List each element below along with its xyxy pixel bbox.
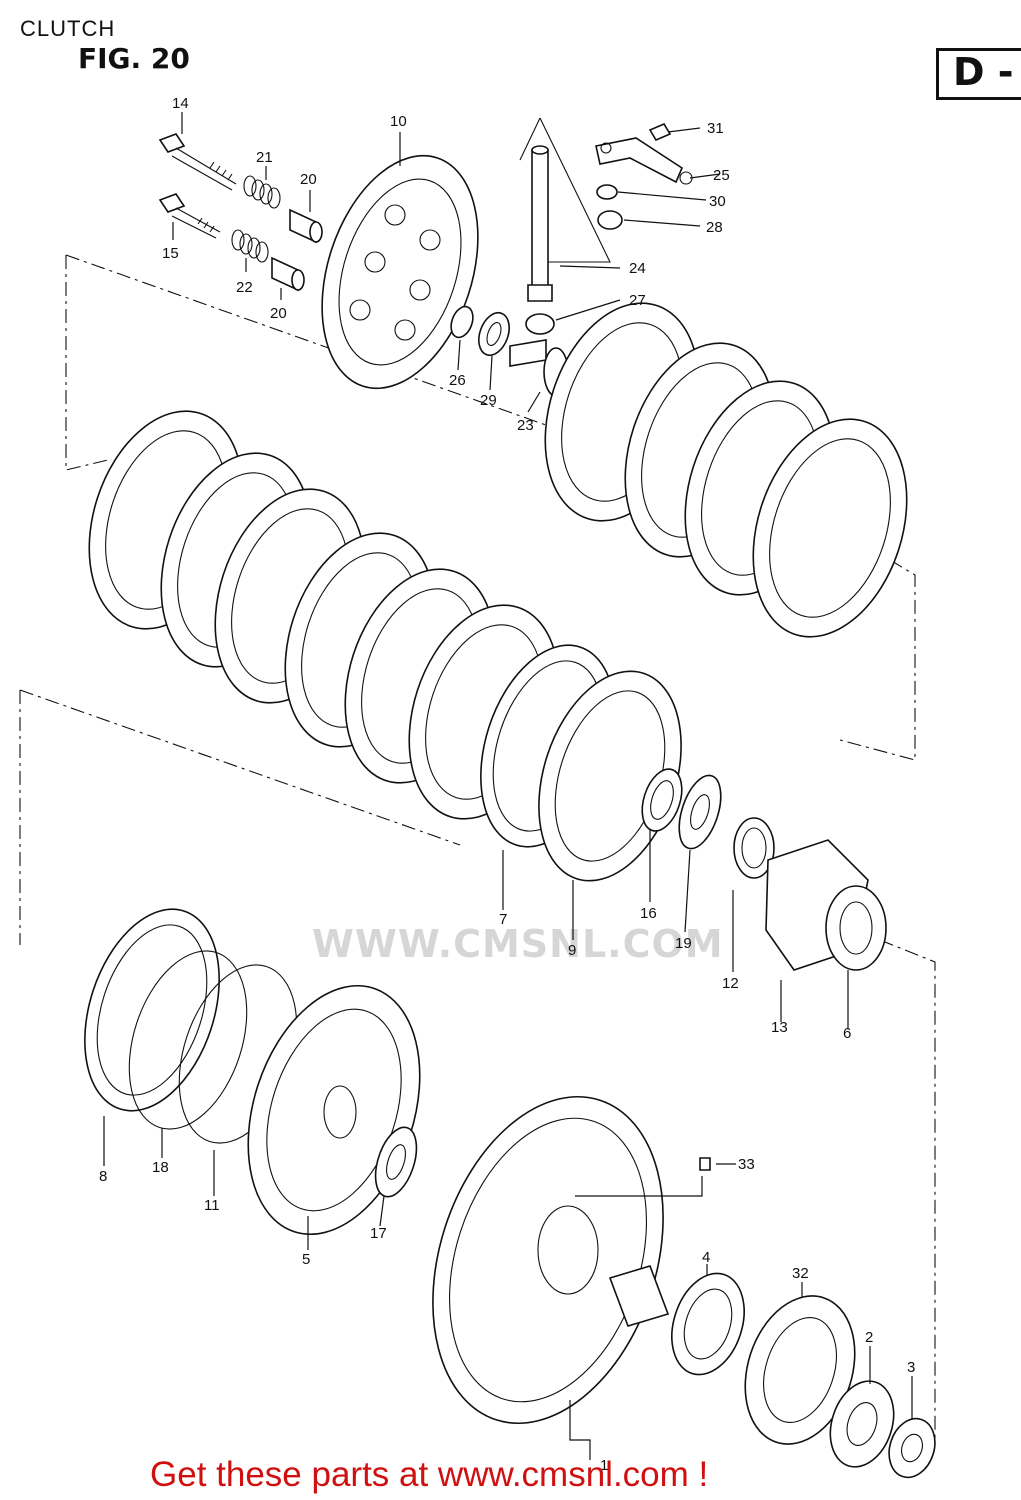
label-32: 32 [792, 1265, 809, 1282]
label-14: 14 [172, 95, 189, 112]
leader-lines [103, 112, 913, 1460]
label-23: 23 [517, 417, 534, 434]
label-4: 4 [702, 1249, 710, 1266]
friction-plates-middle [88, 410, 560, 820]
label-19: 19 [675, 935, 692, 952]
label-3: 3 [907, 1359, 915, 1376]
label-27: 27 [629, 292, 646, 309]
label-21: 21 [256, 149, 273, 166]
label-5: 5 [302, 1251, 310, 1268]
label-10: 10 [390, 113, 407, 130]
page-title: CLUTCH [20, 16, 116, 41]
section-letter: D - [953, 50, 1014, 94]
label-13: 13 [771, 1019, 788, 1036]
label-17: 17 [370, 1225, 387, 1242]
figure-number: FIG. 20 [78, 42, 190, 75]
pressure-plate [321, 154, 479, 390]
label-12: 12 [722, 975, 739, 992]
label-29: 29 [480, 392, 497, 409]
clutch-sleeve-hub [84, 908, 421, 1236]
label-15: 15 [162, 245, 179, 262]
part-labels: 14 21 20 15 22 20 10 31 25 30 28 24 27 2… [99, 95, 915, 1474]
clutch-housing [432, 1095, 936, 1479]
assembly-guide-lines [19, 254, 936, 1456]
label-7: 7 [499, 911, 507, 928]
label-25: 25 [713, 167, 730, 184]
label-22: 22 [236, 279, 253, 296]
label-20: 20 [300, 171, 317, 188]
label-26: 26 [449, 372, 466, 389]
label-24: 24 [629, 260, 646, 277]
label-11: 11 [204, 1197, 220, 1214]
section-box [936, 48, 1021, 100]
label-18: 18 [152, 1159, 169, 1176]
clutch-springs [231, 175, 323, 292]
label-33: 33 [738, 1156, 755, 1173]
footer-link-text[interactable]: Get these parts at www.cmsnl.com ! [150, 1455, 709, 1494]
clutch-bolt [158, 133, 237, 239]
label-6: 6 [843, 1025, 851, 1042]
watermark: WWW.CMSNL.COM [312, 922, 724, 966]
label-31: 31 [707, 120, 724, 137]
label-8: 8 [99, 1168, 107, 1185]
label-2: 2 [865, 1329, 873, 1346]
label-20: 20 [270, 305, 287, 322]
clutch-center-parts [480, 644, 887, 971]
label-9: 9 [568, 942, 576, 959]
label-1: 1 [600, 1457, 608, 1474]
friction-plates-upper-right [544, 302, 908, 638]
label-16: 16 [640, 905, 657, 922]
release-shaft [519, 117, 693, 335]
label-28: 28 [706, 219, 723, 236]
label-30: 30 [709, 193, 726, 210]
